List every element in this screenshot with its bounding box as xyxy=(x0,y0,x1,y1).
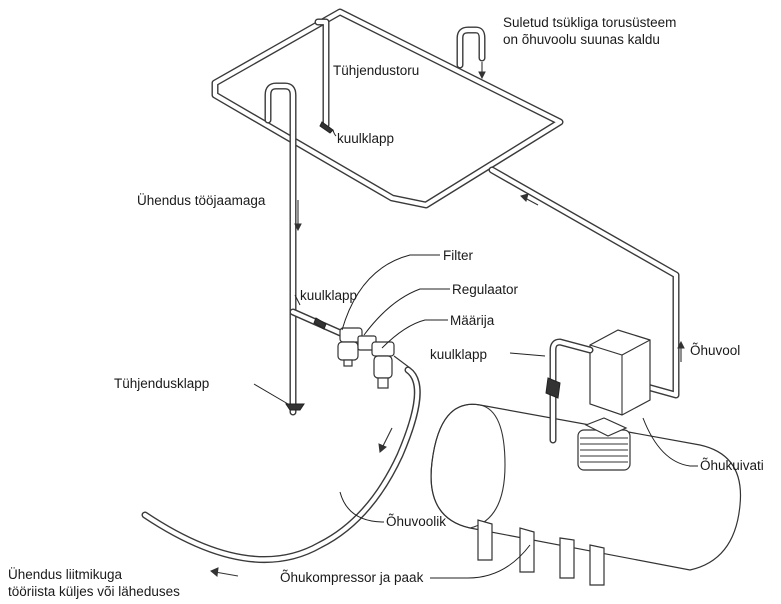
gooseneck-top-right xyxy=(456,26,486,80)
drain-pipe-label: Tühjendustoru xyxy=(333,63,420,78)
ball-valve-top-label: kuulklapp xyxy=(337,131,395,146)
compressor-tank-label: Õhukompressor ja paak xyxy=(280,570,424,585)
leader-lines xyxy=(253,129,698,579)
drain-valve-label: Tühjendusklapp xyxy=(114,376,210,391)
air-hose-label: Õhuvoolik xyxy=(386,514,447,529)
compressor-head xyxy=(577,417,631,471)
workstation-connection-label: Ühendus tööjaamaga xyxy=(137,193,266,208)
ball-valve-mid-label: kuulklapp xyxy=(300,288,358,303)
coupler-label-line1: Ühendus liitmikuga xyxy=(8,567,123,582)
compressor-tank xyxy=(430,403,742,586)
workstation-drop-pipe xyxy=(264,82,305,416)
compressor-outlet-pipe xyxy=(545,338,594,444)
coupler-label-line2: tööriista küljes või läheduses xyxy=(8,584,180,599)
main-supply-pipe xyxy=(488,166,685,399)
closed-loop-piping xyxy=(211,8,564,209)
filter-branch-pipe xyxy=(289,308,349,339)
air-dryer-box xyxy=(589,329,651,416)
air-hose xyxy=(141,366,421,577)
drain-drop-pipe xyxy=(314,18,334,134)
filter-label: Filter xyxy=(443,248,473,263)
air-flow-label: Õhuvool xyxy=(690,343,741,358)
air-dryer-label: Õhukuivati xyxy=(700,458,764,473)
closed-loop-label-line1: Suletud tsükliga torusüsteem xyxy=(503,15,677,30)
closed-loop-label-line2: on õhuvoolu suunas kaldu xyxy=(503,32,660,47)
regulator-label: Regulaator xyxy=(452,282,519,297)
lubricator-label: Määrija xyxy=(450,313,495,328)
frl-unit xyxy=(337,327,411,389)
ball-valve-right-label: kuulklapp xyxy=(430,347,488,362)
